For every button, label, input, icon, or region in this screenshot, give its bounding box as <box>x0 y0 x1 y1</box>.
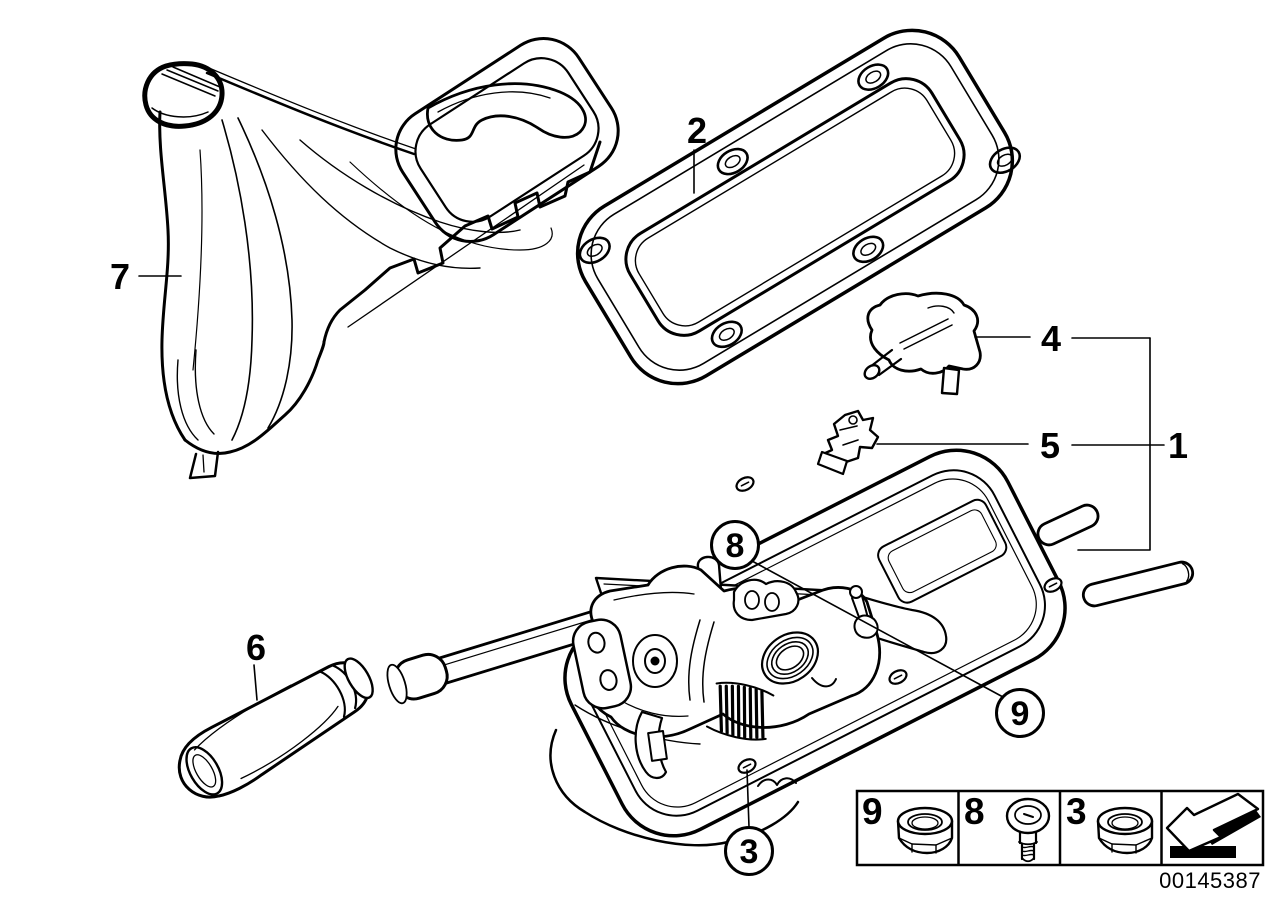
leader-3 <box>746 769 750 828</box>
cable-stub-lower <box>1081 560 1195 608</box>
leader-6 <box>253 664 258 701</box>
rod-sleeve <box>386 652 449 705</box>
pan-lower-wall <box>549 728 800 847</box>
coil-spring <box>705 681 775 741</box>
gasket-drawing <box>575 28 1022 386</box>
callout-5[interactable]: 5 <box>1040 425 1060 466</box>
legend-label-9[interactable]: 9 <box>862 791 883 832</box>
gasket-screw-holes <box>578 63 1022 349</box>
legend-label-8[interactable]: 8 <box>964 791 985 832</box>
leader-lines <box>138 149 1165 828</box>
grip-drawing <box>177 657 374 799</box>
legend-cell-arrow[interactable] <box>1165 792 1261 858</box>
callout-7[interactable]: 7 <box>110 256 130 297</box>
callout-3[interactable]: 3 <box>724 826 774 876</box>
callout-8[interactable]: 8 <box>710 520 760 570</box>
cable-stub-upper <box>1036 503 1100 547</box>
callout-circle[interactable] <box>995 688 1045 738</box>
lock-nut-icon <box>1096 806 1154 855</box>
ball-pin-joint <box>849 585 879 639</box>
callout-circle[interactable] <box>710 520 760 570</box>
pan-screws <box>735 476 1063 774</box>
callout-2[interactable]: 2 <box>687 110 707 151</box>
holder-bracket-drawing <box>863 291 982 396</box>
lever-assembly-drawing <box>386 448 1195 847</box>
retaining-clip-drawing <box>816 409 880 476</box>
bracket-1 <box>1077 337 1151 551</box>
leader-8-9 <box>751 560 1004 698</box>
callout-labels: 7 2 4 5 1 6 8 9 3 <box>110 110 1188 876</box>
mount-flange <box>571 618 633 710</box>
lever-body <box>588 564 881 739</box>
callout-6[interactable]: 6 <box>246 627 266 668</box>
callout-1[interactable]: 1 <box>1168 425 1188 466</box>
legend-cell-9[interactable]: 9 <box>862 791 954 855</box>
legend-label-3[interactable]: 3 <box>1066 791 1087 832</box>
svg-text:3: 3 <box>740 833 759 871</box>
svg-text:9: 9 <box>1011 695 1030 733</box>
legend-cell-3[interactable]: 3 <box>1066 791 1154 855</box>
callout-circle[interactable] <box>724 826 774 876</box>
callout-9[interactable]: 9 <box>995 688 1045 738</box>
pivot-hole <box>632 634 678 688</box>
boot-knob <box>142 61 225 129</box>
image-number: 00145387 <box>1159 868 1261 893</box>
legend-cell-8[interactable]: 8 <box>964 791 1051 863</box>
svg-text:8: 8 <box>726 527 745 565</box>
legend-strip: 9 8 3 <box>855 789 1265 867</box>
return-spring <box>761 631 819 685</box>
lock-nut-icon <box>896 806 954 855</box>
boot-tab <box>188 450 220 480</box>
callout-4[interactable]: 4 <box>1041 318 1061 359</box>
handbrake-boot-drawing <box>142 37 620 480</box>
